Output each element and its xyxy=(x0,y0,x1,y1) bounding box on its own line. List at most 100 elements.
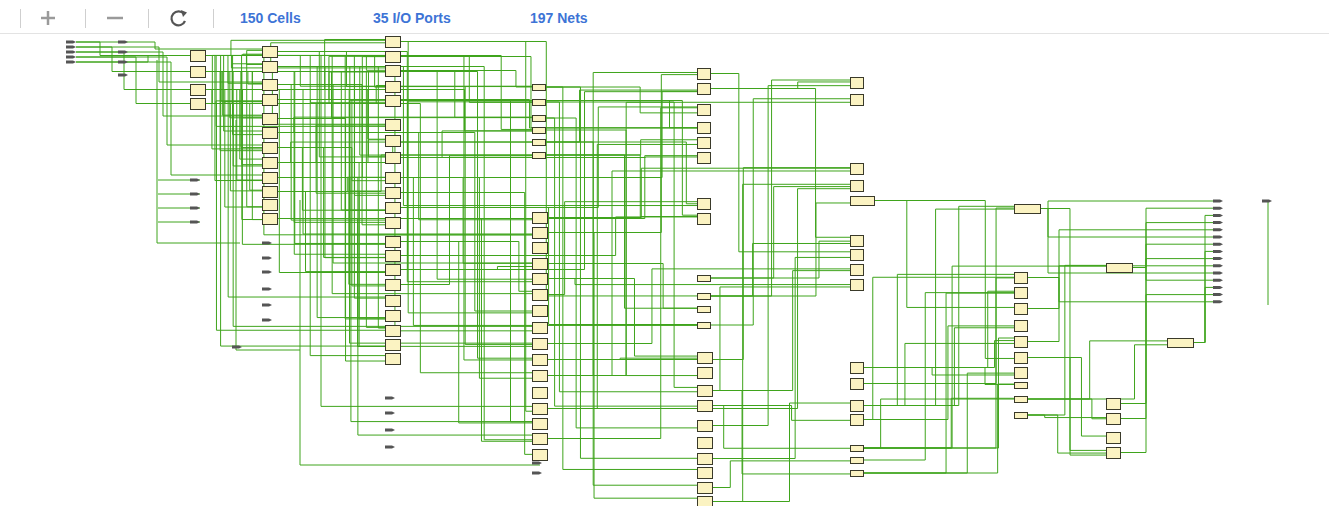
net-wire xyxy=(205,104,532,373)
net-wire xyxy=(545,142,697,485)
net-wire xyxy=(400,71,532,280)
cell-box xyxy=(698,353,713,364)
net-wire xyxy=(863,341,1014,368)
buffer-symbol xyxy=(262,319,272,322)
cell-box xyxy=(1015,288,1028,299)
net-wire xyxy=(400,107,697,208)
cell-box xyxy=(698,497,713,506)
cell-box xyxy=(533,306,548,317)
net-wire xyxy=(400,71,532,87)
cell-box xyxy=(263,114,278,125)
cell-box xyxy=(851,458,864,464)
output-port xyxy=(1213,221,1223,224)
net-wire xyxy=(205,72,532,331)
input-port xyxy=(66,51,76,54)
cell-box xyxy=(386,188,401,199)
cell-box xyxy=(851,265,864,276)
cell-box xyxy=(851,197,875,206)
cell-box xyxy=(386,340,401,351)
net-wire xyxy=(400,242,532,423)
net-wire xyxy=(712,184,850,501)
net-wire xyxy=(277,156,697,219)
input-port xyxy=(66,41,76,44)
net-wire xyxy=(863,343,1014,405)
input-port xyxy=(66,46,76,49)
net-wire xyxy=(400,42,532,412)
cell-box xyxy=(263,187,278,198)
cell-box xyxy=(263,128,278,139)
net-wire xyxy=(277,133,532,312)
net-wire xyxy=(1132,244,1213,267)
cell-box xyxy=(533,419,548,430)
net-wire xyxy=(277,178,385,285)
cell-box xyxy=(263,95,278,106)
buffer-symbol xyxy=(262,257,272,260)
net-wire xyxy=(277,219,532,442)
toolbar-count: 197 Nets xyxy=(530,9,588,27)
buffer-symbol xyxy=(262,304,272,307)
net-wire xyxy=(76,57,190,104)
net-wire xyxy=(863,274,1014,405)
net-wire xyxy=(545,102,697,387)
net-wire xyxy=(863,338,1014,448)
cell-box xyxy=(1015,273,1028,284)
zoom-in-icon xyxy=(41,11,55,25)
cell-box xyxy=(698,323,711,329)
cell-box xyxy=(386,82,401,93)
buffer-symbol xyxy=(385,412,395,415)
cell-box xyxy=(851,78,864,89)
cell-box xyxy=(851,401,864,412)
net-wire xyxy=(863,368,1014,385)
cell-box xyxy=(263,143,278,154)
cell-box xyxy=(386,203,401,214)
cell-box xyxy=(533,140,546,146)
net-wire xyxy=(547,168,850,217)
net-wire xyxy=(712,391,850,474)
cell-box xyxy=(698,294,711,300)
cell-box xyxy=(851,446,864,452)
net-wire xyxy=(400,178,697,326)
net-wire xyxy=(1040,209,1213,238)
cell-box xyxy=(851,250,864,261)
net-wire xyxy=(158,180,200,181)
net-wire xyxy=(277,67,532,440)
cell-box xyxy=(386,311,401,322)
cell-box xyxy=(698,401,713,412)
net-wire xyxy=(547,171,850,376)
cell-box xyxy=(533,434,548,445)
cell-box xyxy=(533,116,546,122)
cell-box xyxy=(698,307,711,313)
output-port xyxy=(1213,300,1223,303)
cell-box xyxy=(533,243,548,254)
cell-box xyxy=(533,274,548,285)
net-wire xyxy=(863,373,1014,473)
net-wire xyxy=(712,406,850,421)
cell-box xyxy=(698,368,713,379)
cell-box xyxy=(533,259,548,270)
net-wire xyxy=(277,142,532,163)
net-wire xyxy=(205,72,532,118)
net-wire xyxy=(277,133,532,220)
cell-box xyxy=(698,199,711,210)
net-wire xyxy=(1027,230,1213,342)
net-wire xyxy=(400,242,532,292)
net-wire xyxy=(863,208,1014,383)
toolbar-separator xyxy=(213,9,214,28)
net-wire xyxy=(863,293,1014,460)
cell-box xyxy=(698,276,711,282)
input-port xyxy=(66,56,76,59)
cell-box xyxy=(1015,397,1028,403)
net-wire xyxy=(547,269,850,344)
cell-box xyxy=(386,66,401,77)
cell-box xyxy=(533,404,548,415)
net-wire xyxy=(205,72,532,359)
buffer-symbol xyxy=(118,61,128,64)
cell-box xyxy=(851,181,864,192)
net-wire xyxy=(863,398,1014,448)
net-wire xyxy=(712,406,850,449)
cell-box xyxy=(386,265,401,276)
net-wire xyxy=(277,192,385,319)
net-wire xyxy=(547,168,850,360)
net-wire xyxy=(277,67,532,235)
net-wire xyxy=(1193,215,1213,342)
